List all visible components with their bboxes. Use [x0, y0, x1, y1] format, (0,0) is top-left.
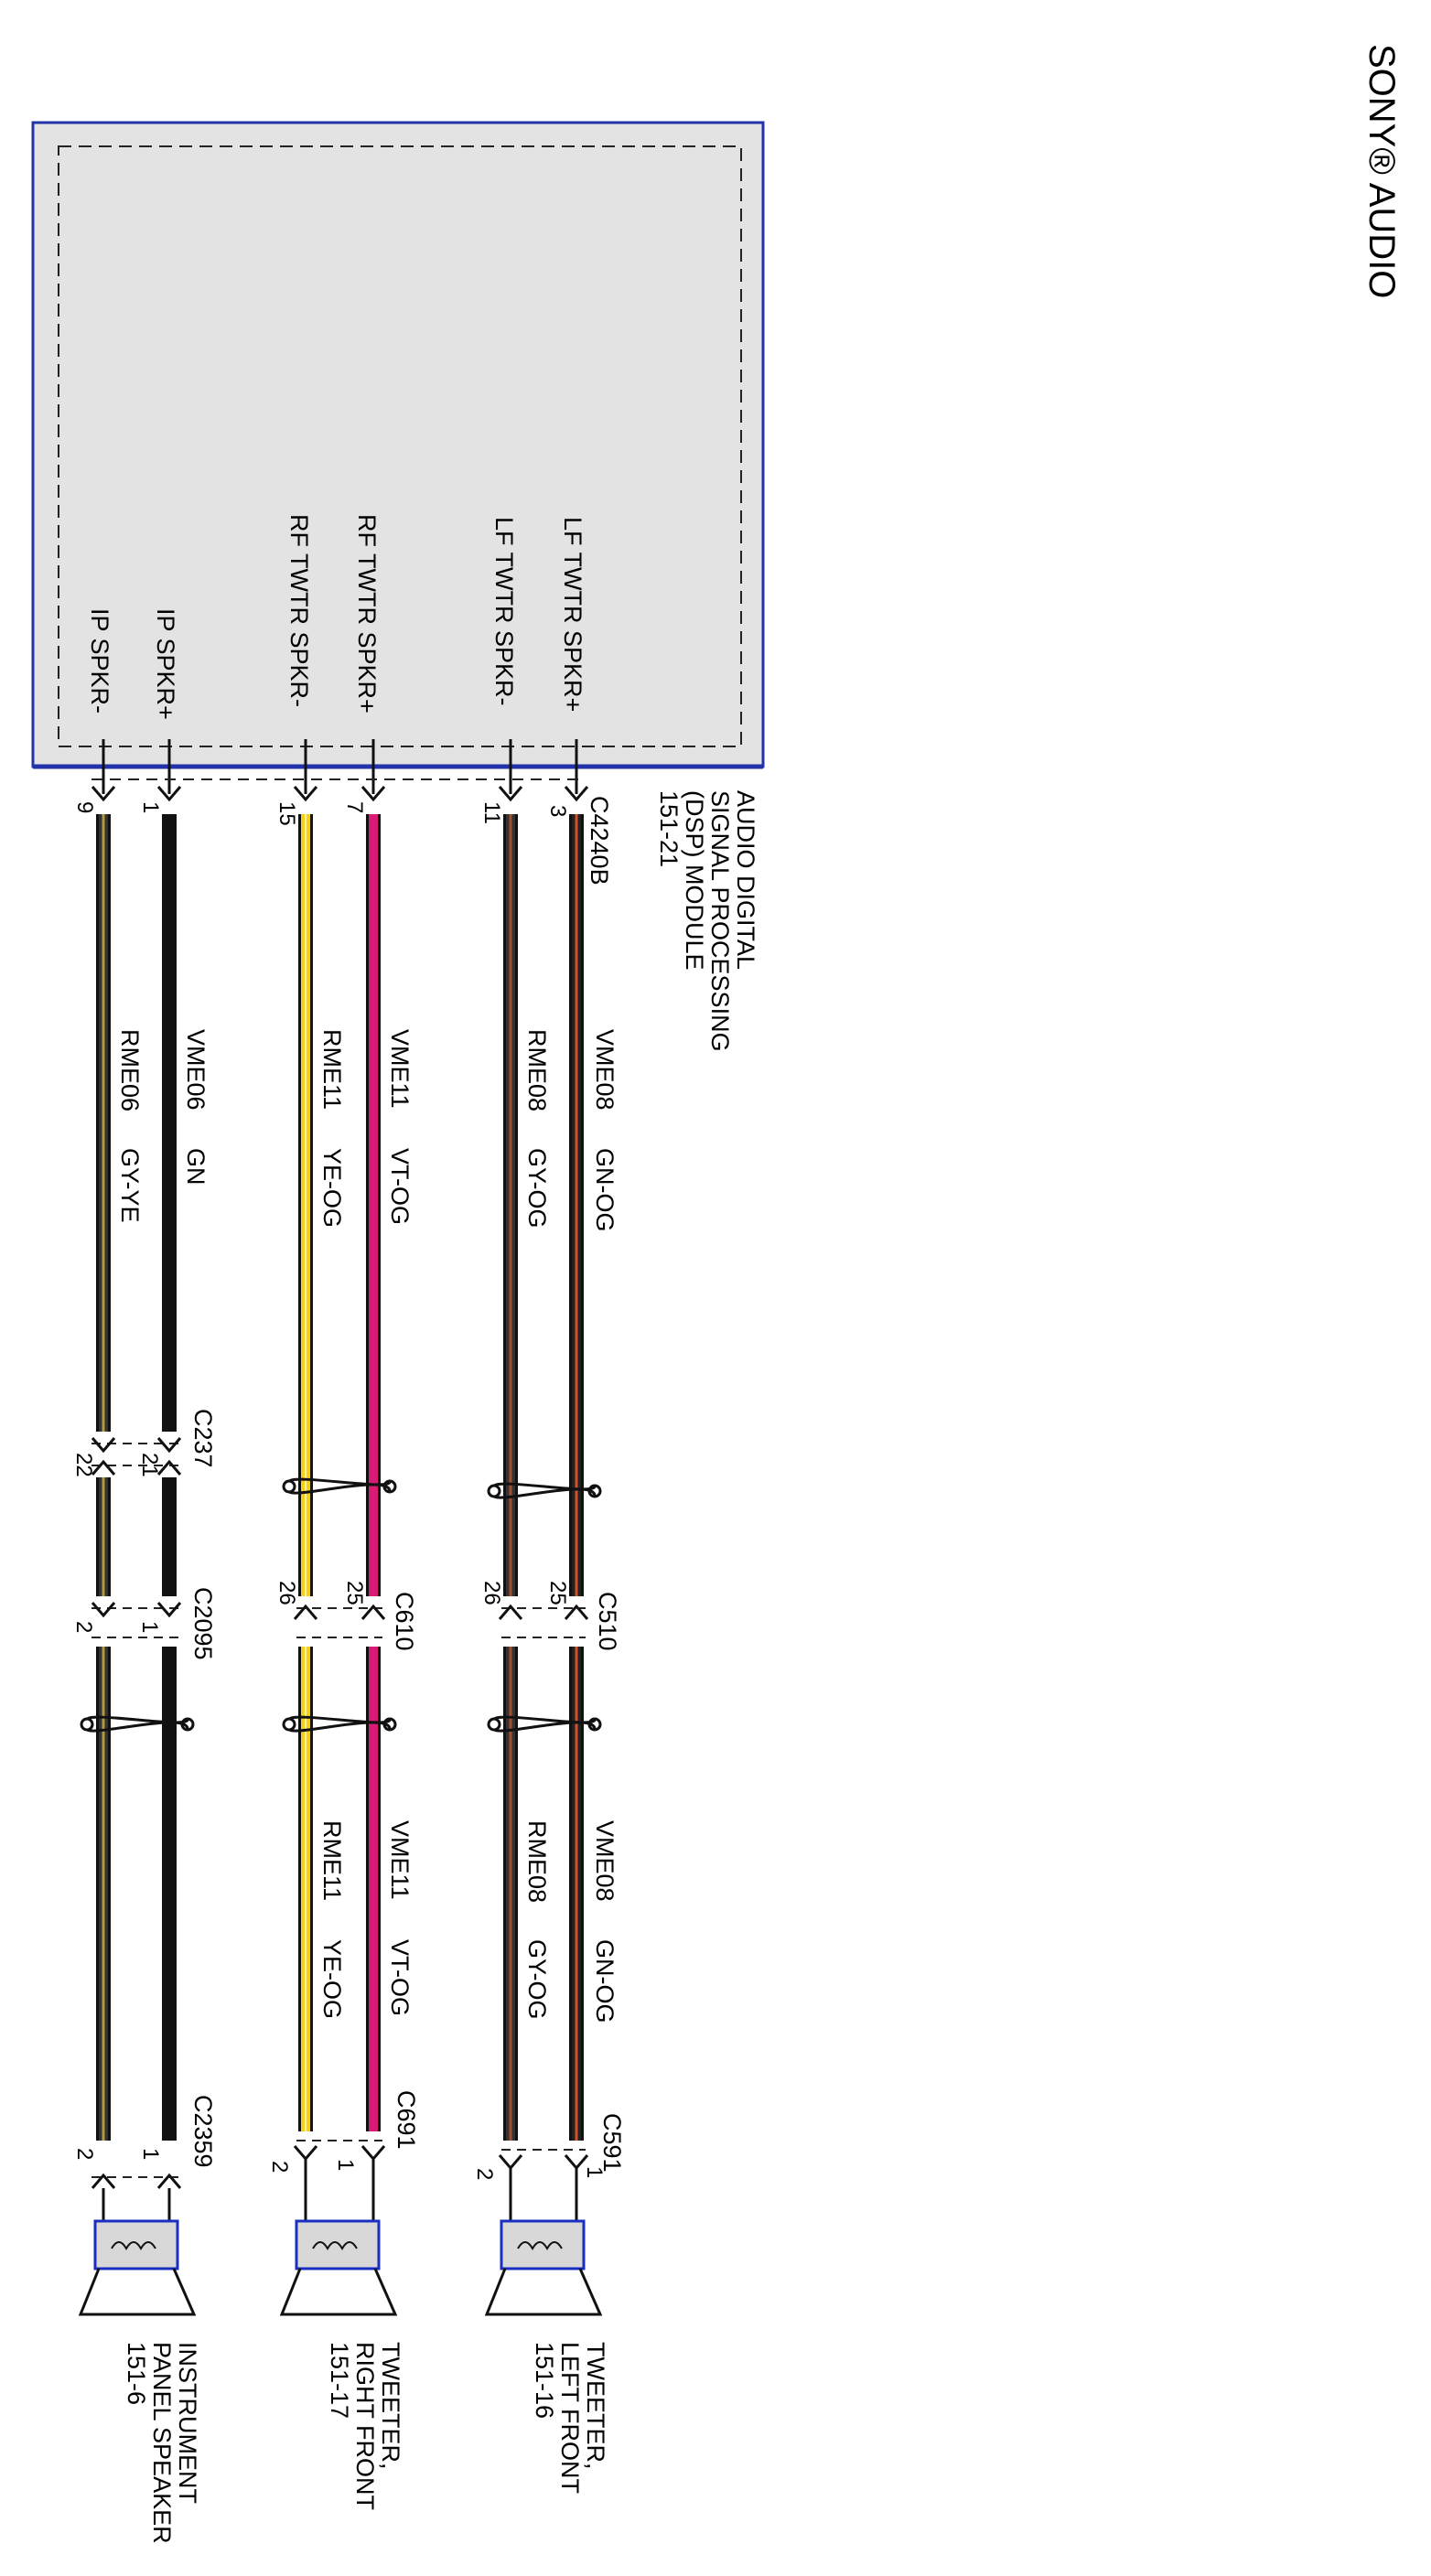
- svg-text:PANEL SPEAKER: PANEL SPEAKER: [148, 2342, 176, 2544]
- speaker-connectors: [91, 2140, 589, 2223]
- c2359-pin-pos: 1: [138, 2148, 163, 2160]
- svg-text:VME06: VME06: [182, 1029, 210, 1111]
- module-name: AUDIO DIGITAL SIGNAL PROCESSING (DSP) MO…: [655, 790, 759, 1052]
- c510-pin-neg: 26: [479, 1581, 504, 1605]
- c691-label: C691: [393, 2090, 420, 2150]
- svg-text:INSTRUMENT: INSTRUMENT: [174, 2342, 201, 2504]
- svg-text:AUDIO DIGITAL: AUDIO DIGITAL: [732, 790, 759, 970]
- svg-text:151-6: 151-6: [123, 2342, 150, 2405]
- c2359-pin-neg: 2: [72, 2148, 97, 2160]
- svg-text:15: 15: [274, 801, 299, 826]
- diagram-title: SONY® AUDIO: [1361, 44, 1402, 298]
- svg-text:GN-OG: GN-OG: [591, 1939, 619, 2023]
- svg-text:151-17: 151-17: [326, 2342, 353, 2419]
- c591-pin-pos: 1: [582, 2166, 607, 2178]
- svg-text:SIGNAL PROCESSING: SIGNAL PROCESSING: [706, 790, 734, 1052]
- c237-pin-neg: 22: [71, 1453, 96, 1477]
- lower-circuit-labels: VME08 GN-OG RME08 GY-OG VME11 VT-OG RME1…: [318, 1820, 619, 2023]
- c237-pin-pos: 21: [137, 1453, 162, 1477]
- pin-label-rf-neg: RF TWTR SPKR-: [285, 514, 313, 707]
- svg-text:GN-OG: GN-OG: [591, 1148, 619, 1232]
- speaker-rf-icon: [279, 2219, 398, 2316]
- svg-text:GY-OG: GY-OG: [523, 1939, 551, 2020]
- c4240b-arrows: [91, 786, 589, 802]
- pin-label-ip-pos: IP SPKR+: [152, 608, 179, 720]
- svg-text:GY-OG: GY-OG: [523, 1148, 551, 1229]
- c237-connector: [91, 1437, 183, 1476]
- svg-text:1: 1: [138, 801, 163, 813]
- speaker-lf-icon: [484, 2219, 603, 2316]
- svg-text:VME08: VME08: [591, 1820, 619, 1902]
- c591-label: C591: [598, 2113, 626, 2173]
- c510-pin-pos: 25: [545, 1581, 570, 1605]
- c237-label: C237: [189, 1409, 217, 1468]
- svg-text:LEFT FRONT: LEFT FRONT: [556, 2342, 584, 2494]
- twisted-pair-symbols: [80, 1477, 602, 1733]
- c691-pin-pos: 1: [333, 2159, 358, 2171]
- svg-text:RME06: RME06: [116, 1029, 144, 1111]
- c2359-label: C2359: [189, 2095, 217, 2168]
- svg-text:YE-OG: YE-OG: [318, 1148, 346, 1228]
- speaker-lf-name: TWEETER, LEFT FRONT 151-16: [531, 2342, 609, 2494]
- svg-text:3: 3: [545, 805, 570, 817]
- module-leads: [102, 739, 578, 794]
- dsp-module-inner-border: [58, 145, 742, 747]
- svg-text:TWEETER,: TWEETER,: [582, 2342, 609, 2470]
- pin-label-lf-pos: LF TWTR SPKR+: [559, 517, 586, 712]
- svg-text:TWEETER,: TWEETER,: [377, 2342, 404, 2470]
- pin-label-lf-neg: LF TWTR SPKR-: [490, 517, 518, 706]
- c2095-pin-neg: 2: [71, 1621, 96, 1633]
- svg-text:VME11: VME11: [386, 1029, 414, 1109]
- module-connector-label: C4240B: [586, 796, 613, 886]
- svg-text:RIGHT FRONT: RIGHT FRONT: [351, 2342, 379, 2510]
- pin-label-rf-pos: RF TWTR SPKR+: [353, 514, 381, 714]
- c691-pin-neg: 2: [267, 2161, 292, 2173]
- svg-text:GN: GN: [182, 1148, 210, 1186]
- c510-label: C510: [594, 1592, 621, 1651]
- svg-text:151-16: 151-16: [531, 2342, 558, 2419]
- c591-pin-neg: 2: [472, 2168, 497, 2180]
- c610-label: C610: [391, 1592, 418, 1651]
- svg-text:11: 11: [479, 801, 504, 824]
- svg-text:9: 9: [72, 801, 97, 813]
- c2095-label: C2095: [189, 1587, 217, 1660]
- dsp-module: [31, 121, 765, 768]
- svg-text:YE-OG: YE-OG: [318, 1939, 346, 2019]
- svg-text:(DSP) MODULE: (DSP) MODULE: [681, 790, 708, 971]
- svg-text:7: 7: [342, 801, 367, 813]
- upper-circuit-labels: VME08 GN-OG RME08 GY-OG VME11 VT-OG RME1…: [116, 1029, 619, 1232]
- svg-text:RME11: RME11: [318, 1820, 346, 1901]
- c4240b-pins: 3 11 7 15 1 9: [72, 801, 570, 826]
- c2095-pin-pos: 1: [137, 1621, 162, 1633]
- speaker-ip-name: INSTRUMENT PANEL SPEAKER 151-6: [123, 2342, 201, 2544]
- svg-text:VT-OG: VT-OG: [386, 1148, 414, 1225]
- svg-text:VME08: VME08: [591, 1029, 619, 1111]
- speaker-rf-name: TWEETER, RIGHT FRONT 151-17: [326, 2342, 404, 2510]
- c610-pin-neg: 26: [274, 1581, 299, 1605]
- svg-text:RME11: RME11: [318, 1029, 346, 1110]
- c610-pin-pos: 25: [342, 1581, 367, 1605]
- svg-text:VME11: VME11: [386, 1820, 414, 1900]
- svg-text:VT-OG: VT-OG: [386, 1939, 414, 2016]
- svg-text:GY-YE: GY-YE: [116, 1148, 144, 1223]
- inline-connector-row: [91, 1602, 589, 1638]
- speaker-ip-icon: [78, 2219, 197, 2316]
- svg-text:151-21: 151-21: [655, 790, 683, 867]
- svg-text:RME08: RME08: [523, 1820, 551, 1903]
- svg-text:RME08: RME08: [523, 1029, 551, 1111]
- pin-label-ip-neg: IP SPKR-: [86, 608, 113, 714]
